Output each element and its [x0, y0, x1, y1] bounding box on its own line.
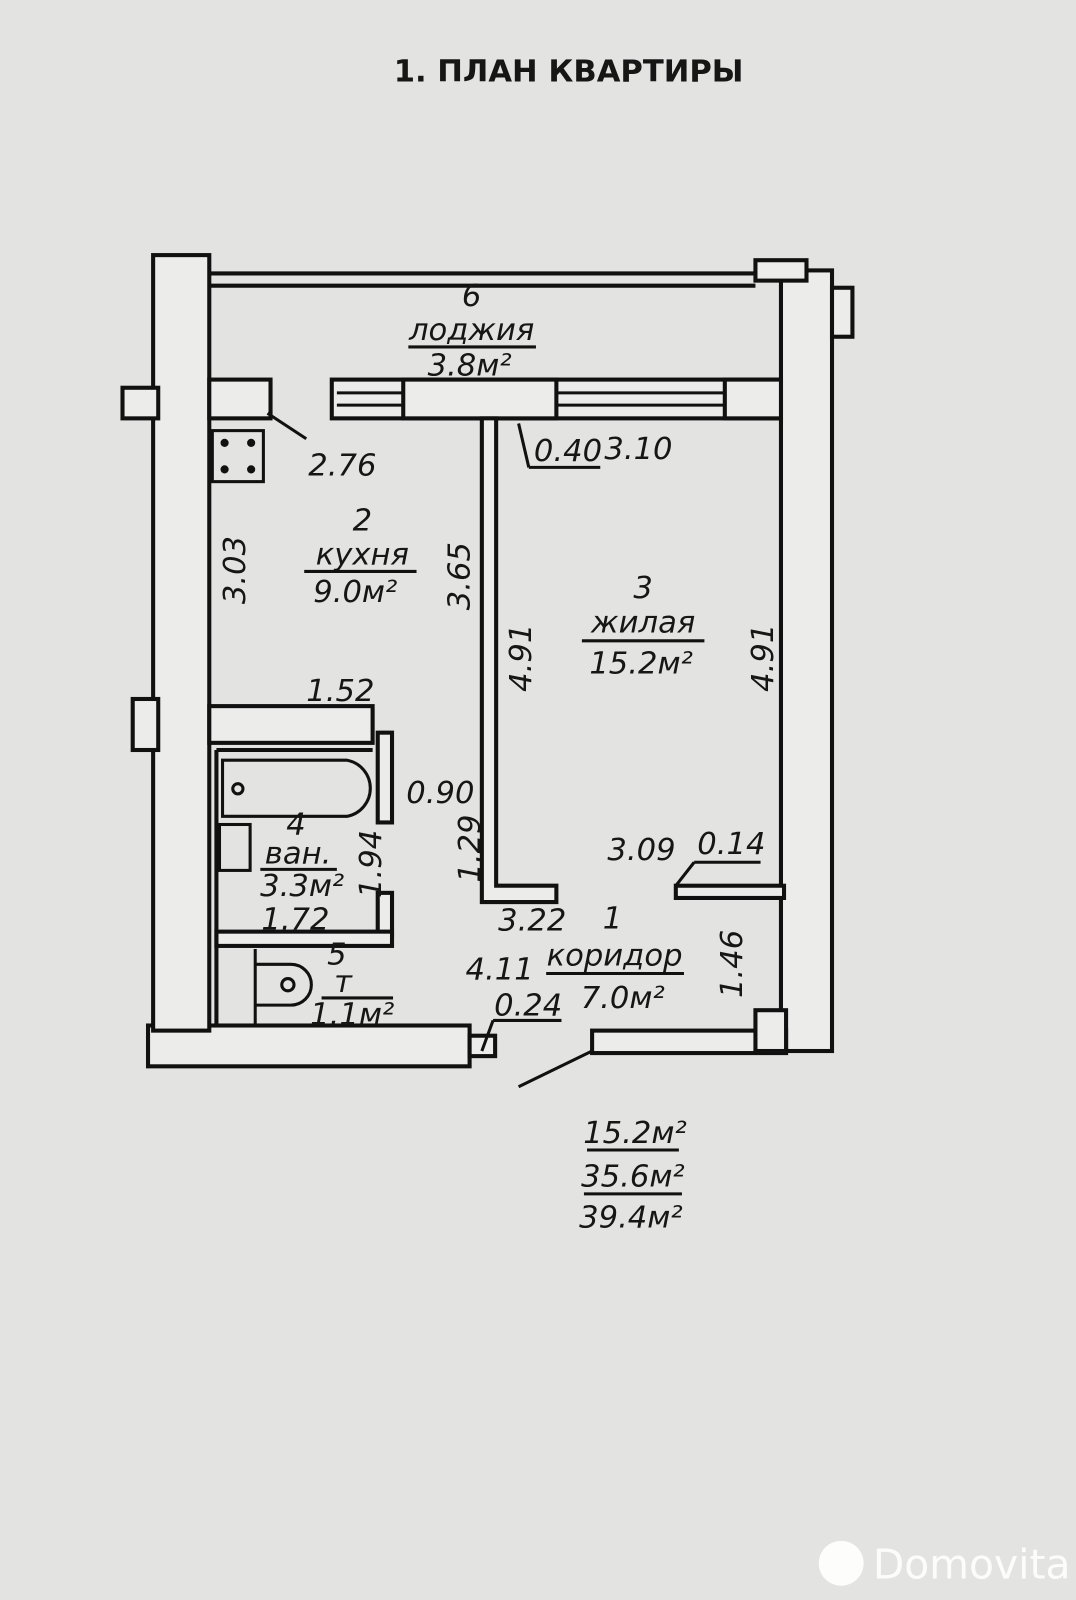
room-labels: 6 лоджия 3.8м² 2 кухня 9.0м² 3 жилая 15.…: [260, 279, 705, 1032]
dimension-label: 3.65: [443, 542, 478, 610]
room-name: кухня: [316, 537, 409, 572]
dimension-label: 0.90: [406, 776, 474, 811]
room-number: 1: [603, 902, 622, 937]
room-number: 6: [462, 279, 481, 314]
room-area: 9.0м²: [313, 575, 397, 610]
dimension-label: 3.03: [218, 536, 253, 604]
dimension-label: 3.22: [498, 904, 566, 939]
room-name: т: [334, 965, 353, 1000]
dimension-label: 3.09: [607, 833, 675, 868]
total-area-with-loggia: 39.4м²: [579, 1201, 683, 1236]
leader-line: [517, 1049, 593, 1089]
dimension-label: 0.14: [697, 827, 765, 862]
dimension-label: 2.76: [308, 449, 376, 484]
room-area: 15.2м²: [589, 646, 693, 681]
dimension-label: 4.11: [466, 953, 534, 988]
total-area: 35.6м²: [581, 1160, 685, 1195]
room-area: 3.8м²: [428, 349, 512, 384]
stove-icon: [210, 429, 265, 484]
room-name: лоджия: [408, 313, 534, 348]
toilet-icon: [255, 962, 313, 1007]
fixtures: [210, 411, 593, 1089]
room-number: 3: [633, 571, 652, 606]
room-number: 5: [327, 937, 346, 972]
dimension-label: 0.24: [494, 988, 562, 1023]
room-name: жилая: [590, 606, 695, 641]
sink-icon: [217, 822, 252, 872]
dimension-label: 0.40: [534, 434, 602, 469]
watermark-text: Domovita: [873, 1541, 1071, 1589]
dimension-label: 1.94: [354, 830, 389, 898]
room-number: 2: [353, 504, 372, 539]
room-name: ван.: [265, 836, 332, 871]
domovita-logo-icon: [818, 1540, 864, 1586]
dimension-label: 1.29: [453, 815, 488, 883]
dimension-label: 1.52: [306, 674, 374, 709]
dimension-label: 3.10: [604, 432, 672, 467]
area-totals: 15.2м² 35.6м² 39.4м²: [579, 1116, 687, 1236]
walls: [120, 253, 855, 1069]
dimension-label: 4.91: [746, 624, 781, 692]
dimensions: 2.76 3.03 3.65 1.52 0.40 3.10 4.91 4.91 …: [218, 423, 781, 1052]
room-area: 7.0м²: [581, 981, 665, 1016]
dimension-label: 1.72: [261, 903, 329, 938]
watermark: Domovita: [818, 1540, 1071, 1589]
dimension-label: 4.91: [504, 624, 539, 692]
room-area: 3.3м²: [260, 869, 344, 904]
room-name: коридор: [547, 938, 683, 973]
room-number: 4: [286, 808, 305, 843]
living-area-total: 15.2м²: [583, 1116, 687, 1151]
dimension-label: 1.46: [715, 930, 750, 998]
bathtub-icon: [221, 758, 372, 818]
plan-title: 1. ПЛАН КВАРТИРЫ: [394, 55, 744, 90]
room-area: 1.1м²: [310, 997, 394, 1032]
